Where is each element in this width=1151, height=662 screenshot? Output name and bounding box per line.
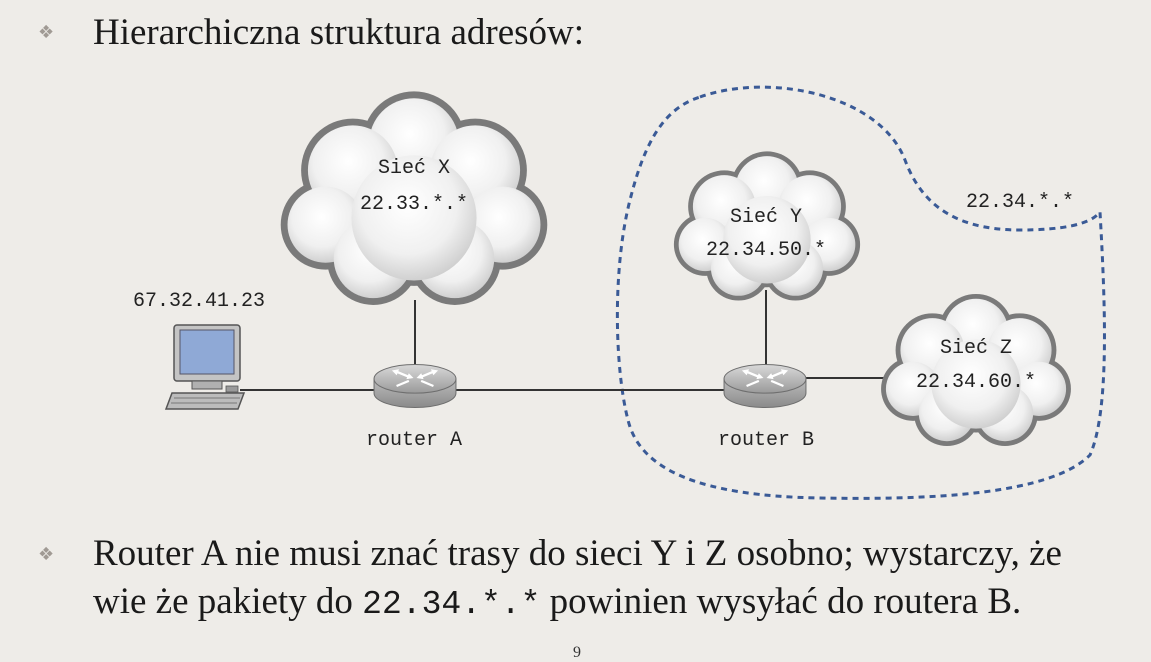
bullet-text-1: Hierarchiczna struktura adresów: (93, 12, 585, 53)
network-y-name: Sieć Y (730, 206, 802, 229)
network-z-name: Sieć Z (940, 337, 1012, 360)
network-z-prefix: 22.34.60.* (916, 371, 1036, 394)
bullet-glyph-2: ❖ (38, 544, 55, 565)
bullet-text-2-post: powinien wysyłać do routera B. (549, 581, 1022, 622)
router-a-icon (372, 363, 458, 409)
bullet-text-2-pre: wie że pakiety do (93, 581, 353, 622)
network-links (240, 290, 890, 391)
router-b-label: router B (718, 429, 814, 452)
bullet-text-2-code: 22.34.*.* (362, 586, 541, 623)
computer-icon (164, 324, 246, 410)
page-number: 9 (573, 644, 581, 661)
bullet-text-2-line-1: Router A nie musi znać trasy do sieci Y … (93, 533, 1062, 574)
network-y-prefix: 22.34.50.* (706, 239, 826, 262)
region-prefix-label: 22.34.*.* (966, 191, 1074, 214)
bullet-text-2-line-2: wie że pakiety do 22.34.*.* powinien wys… (93, 577, 1021, 630)
router-a-label: router A (366, 429, 462, 452)
network-x-name: Sieć X (378, 157, 450, 180)
router-b-icon (722, 363, 808, 409)
host-ip-label: 67.32.41.23 (133, 290, 265, 313)
region-boundary-22-34 (615, 85, 1106, 500)
network-x-prefix: 22.33.*.* (360, 193, 468, 216)
bullet-glyph-1: ❖ (38, 22, 55, 43)
cloud-network-z (881, 293, 1071, 447)
